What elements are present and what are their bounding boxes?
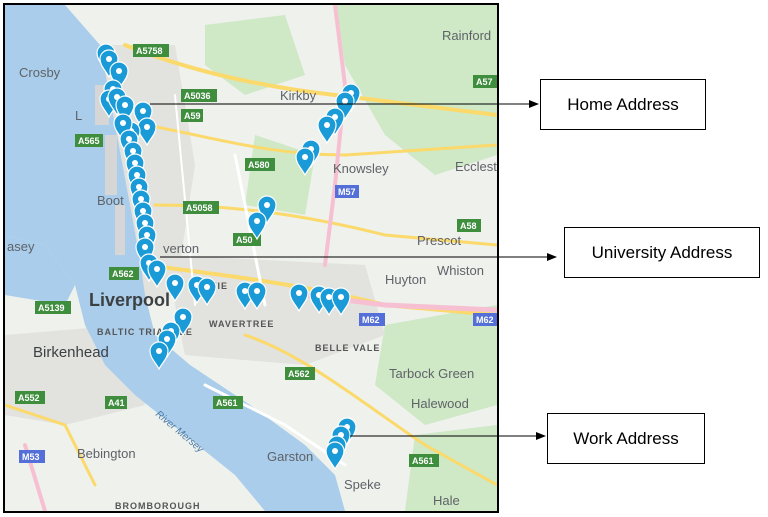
shield-a580: A580 [245, 158, 275, 171]
work-address-callout: Work Address [547, 413, 705, 464]
shield-a50: A50 [233, 233, 261, 246]
shield-a562: A562 [109, 267, 139, 280]
label-rainford: Rainford [442, 28, 491, 43]
svg-text:M62: M62 [476, 315, 494, 325]
label-bootle: Boot [97, 193, 124, 208]
map-pin-icon[interactable] [149, 341, 169, 371]
label-bromborough: BROMBOROUGH [115, 501, 201, 511]
shield-a5036: A5036 [181, 89, 217, 102]
map-pin-icon[interactable] [289, 283, 309, 313]
label-whiston: Whiston [437, 263, 484, 278]
university-address-callout: University Address [564, 227, 760, 278]
shield-m621: M62 [473, 313, 497, 326]
svg-text:M62: M62 [362, 315, 380, 325]
svg-text:A59: A59 [184, 111, 201, 121]
label-bebington: Bebington [77, 446, 136, 461]
university-address-label: University Address [591, 242, 733, 262]
svg-text:A5036: A5036 [184, 91, 211, 101]
map-pin-icon[interactable] [295, 147, 315, 177]
road-shields: A5758 A57 A5036 A59 A565 A580 M57 A5058 … [15, 44, 497, 467]
label-l-fragment: L [75, 108, 82, 123]
shield-a561: A561 [213, 396, 243, 409]
svg-text:A562: A562 [288, 369, 310, 379]
home-address-label: Home Address [567, 94, 679, 114]
shield-a59: A59 [181, 109, 203, 122]
shield-m57: M57 [335, 185, 359, 198]
svg-text:A5139: A5139 [38, 303, 65, 313]
home-address-callout: Home Address [540, 79, 706, 130]
label-crosby: Crosby [19, 65, 61, 80]
svg-text:A5758: A5758 [136, 46, 163, 56]
label-garston: Garston [267, 449, 313, 464]
label-hale: Hale [433, 493, 460, 508]
svg-text:A57: A57 [476, 77, 493, 87]
label-liverpool: Liverpool [89, 290, 170, 310]
svg-text:A41: A41 [108, 398, 125, 408]
svg-text:A552: A552 [18, 393, 40, 403]
map-pin-icon[interactable] [109, 61, 129, 91]
shield-a5058: A5058 [183, 201, 219, 214]
label-everton: verton [163, 241, 199, 256]
location-pins[interactable] [96, 43, 361, 471]
svg-text:A562: A562 [112, 269, 134, 279]
label-ecclest: Ecclest [455, 159, 497, 174]
shield-a562b: A562 [285, 367, 315, 380]
label-wavertree: WAVERTREE [209, 319, 274, 329]
label-knowsley: Knowsley [333, 161, 389, 176]
label-halewood: Halewood [411, 396, 469, 411]
map-frame[interactable]: Rainford Crosby Kirkby Knowsley Ecclest … [3, 3, 499, 513]
map-pin-icon[interactable] [247, 211, 267, 241]
map-pin-icon[interactable] [247, 281, 267, 311]
svg-text:M53: M53 [22, 452, 40, 462]
shield-m62: M62 [359, 313, 385, 326]
shield-a5758: A5758 [133, 44, 169, 57]
river-mersey [5, 5, 345, 511]
label-prescot: Prescot [417, 233, 461, 248]
label-fields: FIE [211, 281, 228, 291]
map-pin-icon[interactable] [165, 273, 185, 303]
svg-text:M57: M57 [338, 187, 356, 197]
shield-a58: A58 [457, 219, 481, 232]
svg-text:A561: A561 [412, 456, 434, 466]
svg-text:A58: A58 [460, 221, 477, 231]
label-kirkby: Kirkby [280, 88, 317, 103]
map-pin-icon[interactable] [147, 259, 167, 289]
map-pin-icon[interactable] [325, 441, 345, 471]
shield-a565: A565 [75, 134, 103, 147]
shield-a41: A41 [105, 396, 127, 409]
map-pin-icon[interactable] [197, 277, 217, 307]
map-pin-icon[interactable] [137, 117, 157, 147]
shield-a552: A552 [15, 391, 45, 404]
label-tarbock-green: Tarbock Green [389, 366, 474, 381]
svg-text:A561: A561 [216, 398, 238, 408]
label-baltic-triangle: BALTIC TRIANGLE [97, 327, 193, 337]
map-canvas[interactable]: Rainford Crosby Kirkby Knowsley Ecclest … [5, 5, 497, 511]
label-belle-vale: BELLE VALE [315, 343, 380, 353]
work-address-label: Work Address [573, 428, 679, 448]
shield-a5139: A5139 [35, 301, 71, 314]
map-pin-icon[interactable] [115, 95, 135, 125]
label-birkenhead: Birkenhead [33, 344, 109, 361]
svg-text:A580: A580 [248, 160, 270, 170]
shield-m53: M53 [19, 450, 45, 463]
map-pin-icon[interactable] [317, 115, 337, 145]
svg-text:A5058: A5058 [186, 203, 213, 213]
svg-text:A565: A565 [78, 136, 100, 146]
map-pin-icon[interactable] [331, 287, 351, 317]
svg-text:A50: A50 [236, 235, 253, 245]
label-easy: asey [7, 239, 35, 254]
shield-a561b: A561 [409, 454, 439, 467]
shield-a57x: A57 [473, 75, 497, 88]
label-huyton: Huyton [385, 272, 426, 287]
label-speke: Speke [344, 477, 381, 492]
